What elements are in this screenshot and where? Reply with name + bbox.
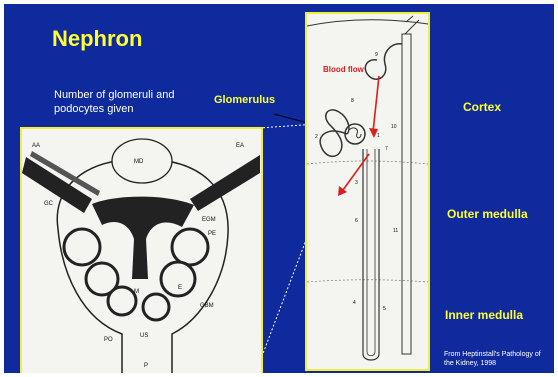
capillary-loop (64, 229, 100, 265)
label-gc: GC (44, 201, 54, 207)
collecting-duct (402, 34, 411, 354)
label-ea: EA (236, 143, 244, 149)
nephron-diagram: Blood flow 1 2 3 4 5 6 7 8 9 10 11 (305, 12, 430, 371)
glomerulus-diagram: AA MD EA GC EGM PE M E GBM PO US P (20, 127, 263, 373)
medulla-boundary (307, 280, 428, 282)
blood-flow-arrow-in (373, 76, 379, 132)
efferent-arteriole (190, 155, 260, 211)
number-1: 1 (377, 133, 380, 139)
label-e: E (178, 285, 182, 291)
capillary-loop (172, 229, 208, 265)
number-11: 11 (393, 228, 398, 234)
number-8: 8 (351, 98, 354, 104)
loop-of-henle (363, 149, 379, 360)
number-7: 7 (385, 146, 388, 152)
capillary-loop (143, 294, 169, 320)
label-p: P (144, 363, 148, 369)
number-4: 4 (353, 300, 356, 306)
label-aa: AA (32, 143, 40, 149)
number-6: 6 (355, 218, 358, 224)
number-5: 5 (383, 306, 386, 312)
label-us: US (140, 333, 148, 339)
number-3: 3 (355, 180, 358, 186)
label-po: PO (104, 337, 113, 343)
label-md: MD (134, 159, 144, 165)
capillary-loop (108, 287, 136, 315)
number-10: 10 (391, 124, 397, 130)
cortex-boundary (307, 161, 428, 164)
blood-flow-label: Blood flow (323, 65, 365, 74)
number-9: 9 (375, 52, 378, 58)
number-2: 2 (315, 134, 318, 140)
slide: Nephron Number of glomeruli and podocyte… (4, 4, 554, 373)
label-m: M (134, 289, 139, 295)
distal-tubule (365, 44, 402, 79)
label-egm: EGM (202, 217, 216, 223)
label-pe: PE (208, 231, 216, 237)
label-gbm: GBM (200, 303, 214, 309)
